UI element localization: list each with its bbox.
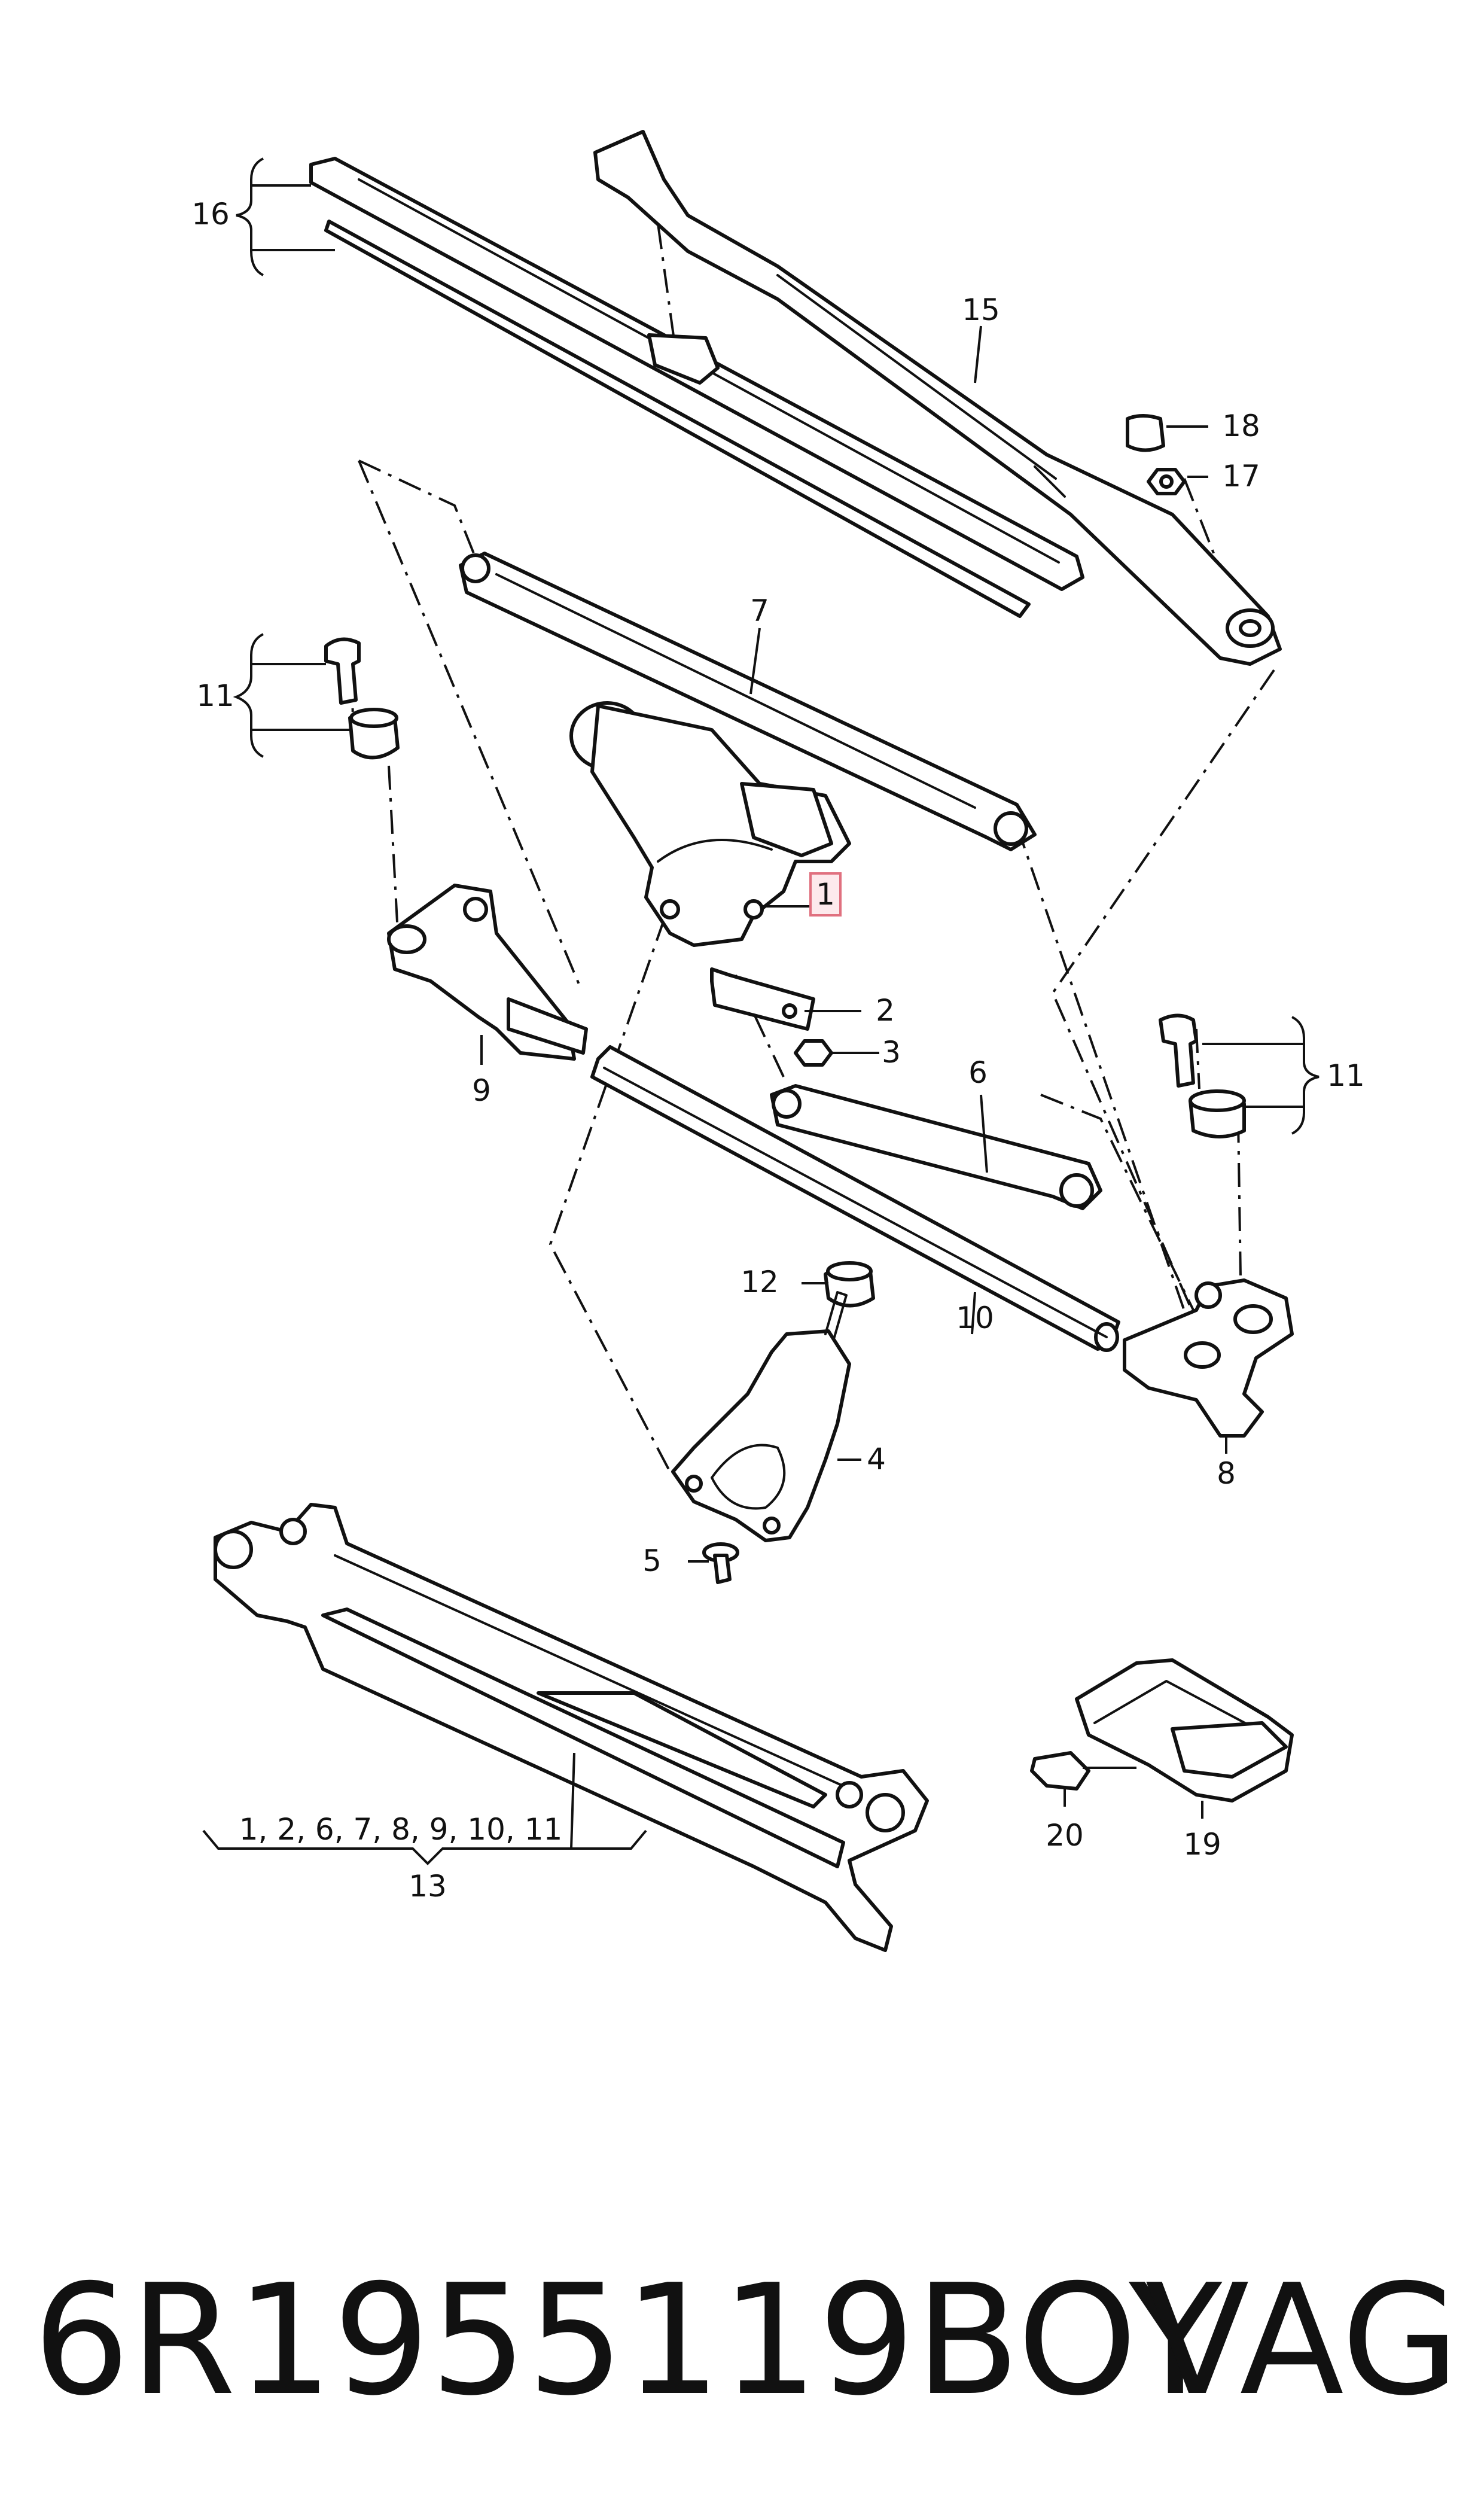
callout-9: 9 (472, 1073, 491, 1108)
callout-labels: 1 2 3 4 5 6 7 8 9 10 11 11 12 1, 2, 6, 7… (191, 197, 1365, 1904)
part-number: 6R1955119BOY (33, 2252, 1223, 2429)
callout-13-group: 1, 2, 6, 7, 8, 9, 10, 11 (239, 1812, 563, 1847)
callout-1-highlight (809, 872, 842, 917)
callout-5: 5 (642, 1543, 662, 1578)
brand-name: VAG (1145, 2252, 1459, 2429)
part-18-cap (1126, 414, 1165, 452)
part-4-mounting-plate (671, 1291, 851, 1542)
part-17-nut (1147, 468, 1186, 495)
leader-lines (202, 157, 1320, 1865)
part-5-screw (702, 1542, 739, 1584)
callout-16: 16 (191, 197, 230, 232)
part-11-left-grommet (348, 708, 400, 760)
part-9-pivot-left (387, 884, 588, 1061)
part-8-pivot-right (1123, 1278, 1294, 1438)
part-11-left-bolt (324, 637, 361, 705)
part-6-crank-rod (770, 1084, 1102, 1210)
part-20-clip (1030, 1751, 1090, 1791)
part-16-wiper-blade (309, 157, 1084, 618)
callout-11-left: 11 (196, 678, 234, 713)
part-15-wiper-arm (593, 130, 1282, 666)
callout-12: 12 (741, 1265, 779, 1299)
callout-15: 15 (962, 293, 1000, 327)
callout-11-right: 11 (1327, 1058, 1365, 1093)
callout-6: 6 (968, 1055, 988, 1090)
part-11-right-bolt (1159, 1013, 1198, 1088)
part-3-nut (794, 1039, 833, 1067)
part-1-wiper-motor (569, 701, 851, 947)
part-2-bracket (710, 967, 815, 1031)
callout-13: 13 (409, 1869, 447, 1904)
part-19-rain-sensor (1075, 1658, 1294, 1803)
callout-8: 8 (1217, 1456, 1236, 1491)
callout-4: 4 (867, 1442, 886, 1476)
part-7-crank-rod (459, 552, 1037, 851)
callout-17: 17 (1222, 459, 1260, 494)
callout-19: 19 (1183, 1827, 1221, 1862)
callout-3: 3 (882, 1035, 901, 1070)
callout-20: 20 (1046, 1818, 1084, 1853)
callout-1: 1 (816, 877, 835, 912)
callout-7: 7 (750, 593, 769, 628)
callout-2: 2 (876, 993, 895, 1028)
callout-10: 10 (956, 1301, 994, 1335)
part-11-right-grommet (1189, 1089, 1246, 1138)
part-12-grommet (824, 1261, 875, 1308)
callout-18: 18 (1222, 409, 1260, 443)
part-13-wiper-linkage (214, 1503, 929, 1952)
part-10-tube (590, 1045, 1120, 1352)
